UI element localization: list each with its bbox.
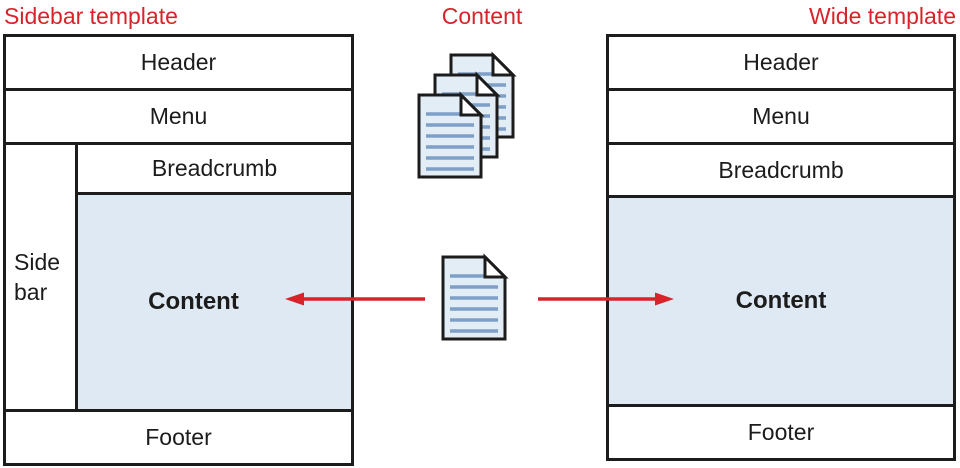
sidebar-template-breadcrumb-row: Breadcrumb xyxy=(78,145,351,195)
sidebar-template-box: Header Menu Side bar Breadcrumb Content … xyxy=(3,34,354,466)
document-stack-icon xyxy=(417,93,483,179)
content-label: Content xyxy=(735,287,827,314)
header-label: Header xyxy=(743,49,819,75)
sidebar-column: Side bar xyxy=(6,145,78,409)
sidebar-template-header-row: Header xyxy=(6,37,351,91)
menu-label: Menu xyxy=(149,103,208,129)
content-caption: Content xyxy=(441,3,523,29)
sidebar-template-content-area: Content xyxy=(78,195,351,409)
wide-template-breadcrumb-row: Breadcrumb xyxy=(609,145,953,198)
sidebar-template-footer-row: Footer xyxy=(6,409,351,463)
footer-label: Footer xyxy=(145,424,212,450)
document-icon xyxy=(441,255,507,341)
menu-label: Menu xyxy=(752,103,810,129)
sidebar-template-main-column: Breadcrumb Content xyxy=(78,145,351,409)
sidebar-template-caption: Sidebar template xyxy=(4,3,178,29)
header-label: Header xyxy=(140,49,217,75)
content-label: Content xyxy=(148,288,239,315)
arrow-right-icon xyxy=(538,292,674,306)
wide-template-menu-row: Menu xyxy=(609,91,953,145)
footer-label: Footer xyxy=(747,419,815,445)
wide-template-box: Header Menu Breadcrumb Content Footer xyxy=(606,34,956,461)
wide-template-footer-row: Footer xyxy=(609,404,953,458)
sidebar-template-body: Side bar Breadcrumb Content xyxy=(6,145,351,409)
sidebar-template-menu-row: Menu xyxy=(6,91,351,145)
breadcrumb-label: Breadcrumb xyxy=(151,155,278,181)
sidebar-label: Side bar xyxy=(14,249,61,305)
arrow-left-icon xyxy=(285,292,425,306)
breadcrumb-label: Breadcrumb xyxy=(718,156,844,183)
wide-template-header-row: Header xyxy=(609,37,953,91)
wide-template-caption: Wide template xyxy=(808,3,956,29)
